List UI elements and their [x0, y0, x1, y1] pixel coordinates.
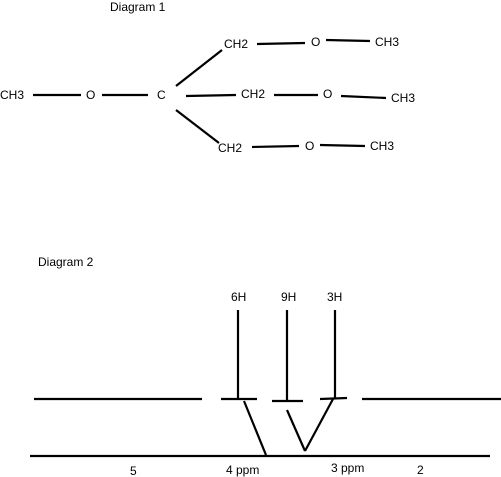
- bond-carbon-upper-ch2: [175, 49, 223, 87]
- diagram-2: Diagram 2 6H 9H 3H 5 4 ppm 3 ppm 2: [30, 255, 501, 477]
- branch-lower: CH2 O CH3: [218, 139, 394, 155]
- bond-upper-oxygen-methyl: [325, 38, 371, 43]
- upper-baseline-segment-3h: [319, 396, 348, 401]
- branch-upper-oxygen: O: [311, 35, 320, 49]
- diagram-1-title: Diagram 1: [110, 0, 166, 14]
- bond-lower-ch2-oxygen: [251, 144, 300, 149]
- left-methyl-label: CH3: [0, 88, 24, 102]
- axis-label-2: 2: [417, 463, 424, 477]
- branch-lower-methyl: CH3: [370, 139, 394, 153]
- diagram-2-title: Diagram 2: [38, 255, 94, 269]
- branch-middle: CH2 O CH3: [241, 87, 415, 105]
- peak-label-6h: 6H: [231, 290, 246, 304]
- bond-carbon-middle-ch2: [185, 93, 237, 98]
- peak-label-3h: 3H: [327, 290, 342, 304]
- bond-middle-oxygen-methyl: [340, 94, 387, 100]
- branch-middle-oxygen: O: [323, 87, 332, 101]
- axis-label-3ppm: 3 ppm: [331, 461, 364, 475]
- branch-lower-ch2: CH2: [218, 141, 242, 155]
- peak-label-9h: 9H: [281, 290, 296, 304]
- branch-middle-methyl: CH3: [391, 91, 415, 105]
- branch-middle-ch2: CH2: [241, 87, 265, 101]
- center-carbon-label: C: [157, 88, 166, 102]
- branch-lower-oxygen: O: [305, 139, 314, 153]
- connector-6h: [242, 400, 268, 456]
- bond-lower-oxygen-methyl: [319, 143, 366, 148]
- branch-upper: CH2 O CH3: [224, 35, 399, 51]
- connector-9h-left: [285, 409, 307, 452]
- left-oxygen-label: O: [86, 88, 95, 102]
- axis-label-4ppm: 4 ppm: [226, 463, 259, 477]
- diagram-1: Diagram 1 CH3 O C CH2 O CH3 CH2 O CH3: [0, 0, 415, 155]
- bond-carbon-lower-ch2: [175, 109, 220, 144]
- bond-upper-ch2-oxygen: [256, 41, 306, 46]
- axis-label-5: 5: [130, 464, 137, 477]
- connector-9h-right: [304, 398, 334, 452]
- branch-upper-methyl: CH3: [375, 35, 399, 49]
- branch-upper-ch2: CH2: [224, 37, 248, 51]
